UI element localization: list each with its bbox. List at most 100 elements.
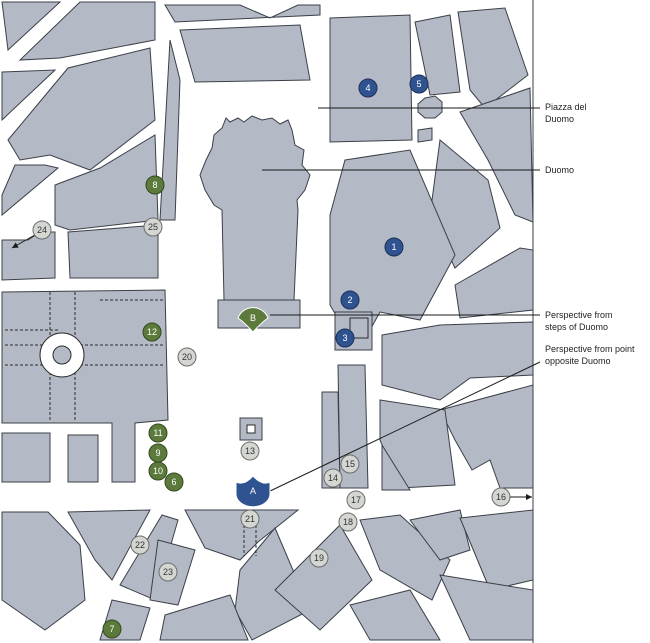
svg-text:10: 10: [153, 466, 163, 476]
svg-text:6: 6: [171, 477, 176, 487]
block: [67, 224, 159, 279]
block: [457, 7, 529, 109]
viewpoint-a-label: A: [250, 486, 256, 496]
svg-text:15: 15: [345, 459, 355, 469]
block: [1, 164, 60, 217]
block: [1, 289, 169, 483]
svg-text:23: 23: [163, 567, 173, 577]
svg-text:8: 8: [152, 180, 157, 190]
block: [159, 39, 181, 221]
marker-green-11[interactable]: 11: [148, 423, 168, 443]
marker-green-8[interactable]: 8: [145, 175, 165, 195]
svg-text:25: 25: [148, 222, 158, 232]
block: [179, 24, 311, 83]
svg-text:22: 22: [135, 540, 145, 550]
marker-grey-24[interactable]: 24: [32, 220, 52, 240]
block: [381, 443, 411, 491]
label-point-line1: Perspective from point: [545, 344, 635, 354]
block: [1, 511, 86, 631]
block: [18, 1, 156, 61]
marker-grey-17[interactable]: 17: [346, 490, 366, 510]
block: [417, 95, 443, 119]
city-blocks: [1, 1, 534, 641]
piazza-dashed-grid: [5, 292, 165, 420]
block: [349, 589, 441, 641]
viewpoint-b-label: B: [250, 313, 256, 323]
block: [459, 87, 534, 223]
svg-text:18: 18: [343, 517, 353, 527]
marker-grey-18[interactable]: 18: [338, 512, 358, 532]
label-piazza-line2: Duomo: [545, 114, 574, 124]
marker-green-12[interactable]: 12: [142, 322, 162, 342]
svg-text:5: 5: [416, 79, 421, 89]
label-steps-line1: Perspective from: [545, 310, 613, 320]
block: [1, 1, 62, 52]
marker-grey-20[interactable]: 20: [177, 347, 197, 367]
svg-text:24: 24: [37, 225, 47, 235]
block: [414, 14, 461, 96]
block: [379, 399, 456, 489]
marker-grey-23[interactable]: 23: [158, 562, 178, 582]
block: [1, 69, 57, 122]
svg-text:3: 3: [342, 333, 347, 343]
svg-text:2: 2: [347, 295, 352, 305]
monument: [246, 424, 256, 434]
block: [381, 321, 534, 401]
svg-text:14: 14: [328, 473, 338, 483]
svg-text:20: 20: [182, 352, 192, 362]
label-duomo: Duomo: [545, 165, 574, 175]
block: [184, 509, 300, 561]
marker-green-7[interactable]: 7: [102, 619, 122, 639]
block: [67, 434, 99, 483]
marker-grey-19[interactable]: 19: [309, 548, 329, 568]
fountain-circle: [39, 332, 85, 378]
label-point-line2: opposite Duomo: [545, 356, 611, 366]
svg-text:7: 7: [109, 624, 114, 634]
block: [1, 432, 51, 483]
marker-grey-16[interactable]: 16: [491, 487, 511, 507]
block: [159, 594, 249, 641]
marker-grey-25[interactable]: 25: [143, 217, 163, 237]
block: [417, 127, 433, 143]
marker-blue-1[interactable]: 1: [384, 237, 404, 257]
duomo-cathedral: [199, 115, 311, 301]
label-steps-line2: steps of Duomo: [545, 322, 608, 332]
small-building-inner: [349, 317, 369, 339]
leader-lines: [262, 107, 541, 493]
block: [119, 514, 179, 601]
block: [7, 47, 156, 171]
viewpoint-b[interactable]: B: [237, 307, 269, 333]
svg-text:13: 13: [245, 446, 255, 456]
marker-grey-13[interactable]: 13: [240, 441, 260, 461]
marker-green-10[interactable]: 10: [148, 461, 168, 481]
block: [359, 514, 451, 601]
marker-green-9[interactable]: 9: [148, 443, 168, 463]
svg-text:1: 1: [391, 242, 396, 252]
svg-text:9: 9: [155, 448, 160, 458]
svg-text:19: 19: [314, 553, 324, 563]
marker-grey-22[interactable]: 22: [130, 535, 150, 555]
marker-blue-5[interactable]: 5: [409, 74, 429, 94]
svg-text:4: 4: [365, 83, 370, 93]
viewpoint-a[interactable]: A: [235, 475, 271, 508]
marker-grey-14[interactable]: 14: [323, 468, 343, 488]
svg-text:17: 17: [351, 495, 361, 505]
block: [329, 14, 413, 143]
label-piazza-line1: Piazza del: [545, 102, 587, 112]
marker-grey-15[interactable]: 15: [340, 454, 360, 474]
marker-green-6[interactable]: 6: [164, 472, 184, 492]
block: [234, 527, 311, 641]
svg-text:11: 11: [153, 428, 162, 438]
svg-text:16: 16: [496, 492, 506, 502]
marker-grey-21[interactable]: 21: [240, 509, 260, 529]
marker-blue-2[interactable]: 2: [340, 290, 360, 310]
block: [274, 524, 373, 631]
block: [164, 4, 321, 23]
block: [409, 509, 471, 561]
marker-blue-4[interactable]: 4: [358, 78, 378, 98]
marker-blue-3[interactable]: 3: [335, 328, 355, 348]
svg-text:21: 21: [245, 514, 255, 524]
block: [67, 509, 151, 581]
